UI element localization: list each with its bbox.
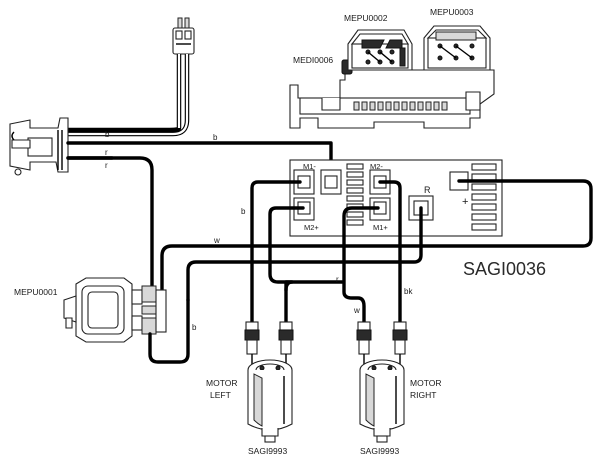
wire-label-r: r: [336, 275, 339, 284]
wire-label-b: b: [105, 130, 110, 139]
wire-label-b: b: [192, 323, 197, 332]
wire-label-b: b: [241, 207, 246, 216]
wire-label-w: w: [353, 306, 360, 315]
plug-lead-wires: [66, 54, 190, 137]
controller-board: [289, 159, 503, 237]
terminal-label-m2-minus: M2-: [370, 162, 383, 171]
controller-wires: [160, 179, 593, 324]
pedal-return-wire: [148, 298, 190, 364]
switch-assembly: [289, 25, 495, 129]
label-motor-left-part: SAGI9993: [248, 446, 287, 456]
top-plug-connector: [172, 17, 195, 55]
terminal-label-r: R: [424, 185, 431, 195]
label-motor-right-1: MOTOR: [410, 378, 441, 388]
terminal-label-m1-plus: M1+: [373, 223, 388, 232]
label-motor-left-1: MOTOR: [206, 378, 237, 388]
label-motor-right-2: RIGHT: [410, 390, 436, 400]
battery-connector: [9, 117, 69, 176]
pedal-switch-mepu0001: [63, 277, 167, 343]
motor-right-connectors: [356, 321, 408, 367]
motor-right: [359, 359, 405, 443]
label-mepu0003: MEPU0003: [430, 7, 474, 17]
terminal-label-plus: +: [462, 196, 468, 208]
label-mepu0001: MEPU0001: [14, 287, 58, 297]
label-motor-right-part: SAGI9993: [360, 446, 399, 456]
wire-label-b: b: [213, 133, 218, 142]
motor-left: [247, 359, 293, 443]
switch-base-teeth: [353, 101, 448, 111]
wire-label-bk: bk: [404, 287, 413, 296]
label-mepu0002: MEPU0002: [344, 13, 388, 23]
board-title: SAGI0036: [463, 259, 546, 279]
board-right-pads: [471, 163, 497, 231]
label-motor-left-2: LEFT: [210, 390, 231, 400]
motor-left-connectors: [244, 321, 294, 367]
terminal-label-m2-plus: M2+: [304, 223, 319, 232]
wire-label-r: r: [105, 148, 108, 157]
switch-mepu0002: [347, 29, 413, 71]
switch-mepu0003: [423, 25, 491, 71]
terminal-label-m1-minus: M1-: [303, 162, 316, 171]
wire-label-r: r: [105, 161, 108, 170]
label-medi0006: MEDI0006: [293, 55, 333, 65]
wire-label-w: w: [213, 236, 220, 245]
